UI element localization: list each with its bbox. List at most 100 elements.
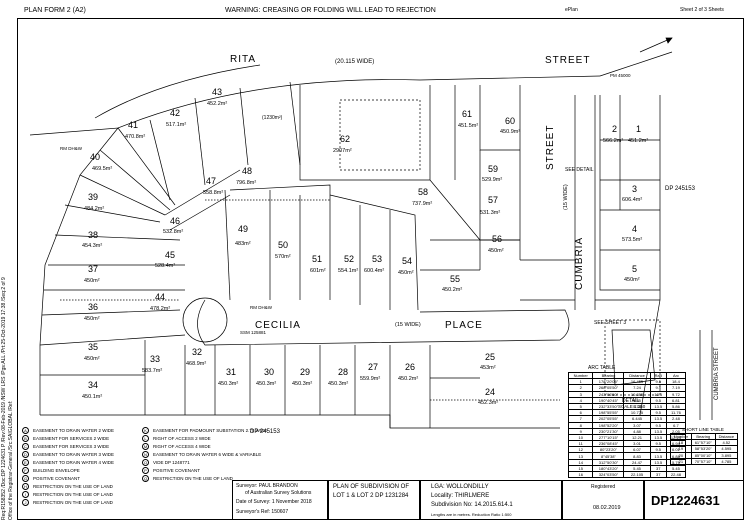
svg-text:450.3m²: 450.3m² (256, 381, 276, 387)
svg-text:451.5m²: 451.5m² (458, 123, 478, 129)
plan-of-label: PLAN OF SUBDIVISION OF (333, 484, 410, 490)
rm-note-2: RM DH&W (250, 305, 273, 310)
svg-text:600.4m²: 600.4m² (364, 268, 384, 274)
dp-ref-south: DP 245153 (250, 429, 281, 435)
svg-text:31: 31 (226, 367, 236, 377)
pm-note: PM 45000 (610, 73, 631, 78)
rm-note-1: RM DH&W (60, 146, 83, 151)
svg-text:528.4m²: 528.4m² (155, 263, 175, 269)
svg-text:454.3m²: 454.3m² (82, 243, 102, 249)
street-place: PLACE (445, 320, 483, 331)
eplan-label: ePlan (565, 7, 578, 13)
street-street-vertical: STREET (545, 125, 556, 170)
lengths-note: Lengths are in metres. Reduction Ratio 1… (431, 512, 512, 517)
svg-text:42: 42 (170, 108, 180, 118)
locality-label: Locality: THIRLMERE (431, 493, 490, 499)
street-cumbria: CUMBRIA (574, 237, 585, 290)
svg-text:33: 33 (150, 354, 160, 364)
svg-text:469.5m²: 469.5m² (92, 166, 112, 172)
area-1230-note: (1230m²) (262, 115, 283, 121)
svg-text:452.2m²: 452.2m² (207, 101, 227, 107)
street-rita: RITA (230, 54, 256, 65)
svg-text:48: 48 (242, 166, 252, 176)
svg-text:483m²: 483m² (235, 241, 251, 247)
lga-label: LGA: WOLLONDILLY (431, 484, 489, 490)
surveyor-block: Surveyor: PAUL BRANDON of Australian Sur… (232, 480, 328, 520)
svg-text:450.3m²: 450.3m² (292, 381, 312, 387)
svg-text:34: 34 (88, 380, 98, 390)
west-boundary (29, 127, 119, 415)
plan-of-block: PLAN OF SUBDIVISION OF LOT 1 & LOT 2 DP … (328, 480, 420, 520)
registered-label: Registered (591, 484, 616, 490)
see-sheet-note: SEE SHEET 3 (594, 320, 626, 326)
arc-table-title: ARC TABLE (588, 365, 616, 371)
svg-text:517.1m²: 517.1m² (166, 122, 186, 128)
svg-text:3: 3 (632, 184, 637, 194)
svg-text:49: 49 (238, 224, 248, 234)
registered-date: 08.02.2019 (593, 505, 621, 511)
lot-62-boundary (299, 85, 431, 181)
svg-text:531.3m²: 531.3m² (480, 210, 500, 216)
dp-number-block: DP1224631 (644, 480, 744, 520)
svg-text:601m²: 601m² (310, 268, 326, 274)
short-table-title: SHORT LINE TABLE (682, 427, 724, 432)
lot-43: 43 452.2m² (207, 87, 227, 107)
svg-text:529.9m²: 529.9m² (482, 177, 502, 183)
plan-lots: LOT 1 & LOT 2 DP 1231284 (333, 493, 409, 499)
cumbria-width: (15 WIDE) (563, 184, 569, 210)
svg-text:450m²: 450m² (84, 278, 100, 284)
svg-text:450m²: 450m² (624, 277, 640, 283)
svg-text:470.8m²: 470.8m² (125, 134, 145, 140)
surveyor-ref: Surveyor's Ref: 150607 (236, 509, 289, 515)
svg-text:450m²: 450m² (84, 356, 100, 362)
svg-text:38: 38 (88, 230, 98, 240)
svg-text:43: 43 (212, 87, 222, 97)
svg-text:45: 45 (165, 250, 175, 260)
subdivision-label: Subdivision No: 14.2015.614.1 (431, 502, 513, 508)
svg-text:47: 47 (206, 176, 216, 186)
svg-text:554.1m²: 554.1m² (338, 268, 358, 274)
svg-text:570m²: 570m² (275, 254, 291, 260)
svg-text:478.2m²: 478.2m² (150, 306, 170, 312)
warning-text: WARNING: CREASING OR FOLDING WILL LEAD T… (225, 7, 436, 14)
svg-text:26: 26 (405, 362, 415, 372)
svg-text:59: 59 (488, 164, 498, 174)
lot-45: 45 528.4m² (155, 250, 175, 269)
svg-text:54: 54 (402, 256, 412, 266)
svg-text:24: 24 (485, 387, 495, 397)
svg-text:573.5m²: 573.5m² (622, 237, 642, 243)
svg-text:450m²: 450m² (84, 316, 100, 322)
svg-text:468.9m²: 468.9m² (186, 361, 206, 367)
sheet-number: Sheet 2 of 3 Sheets (680, 7, 724, 13)
